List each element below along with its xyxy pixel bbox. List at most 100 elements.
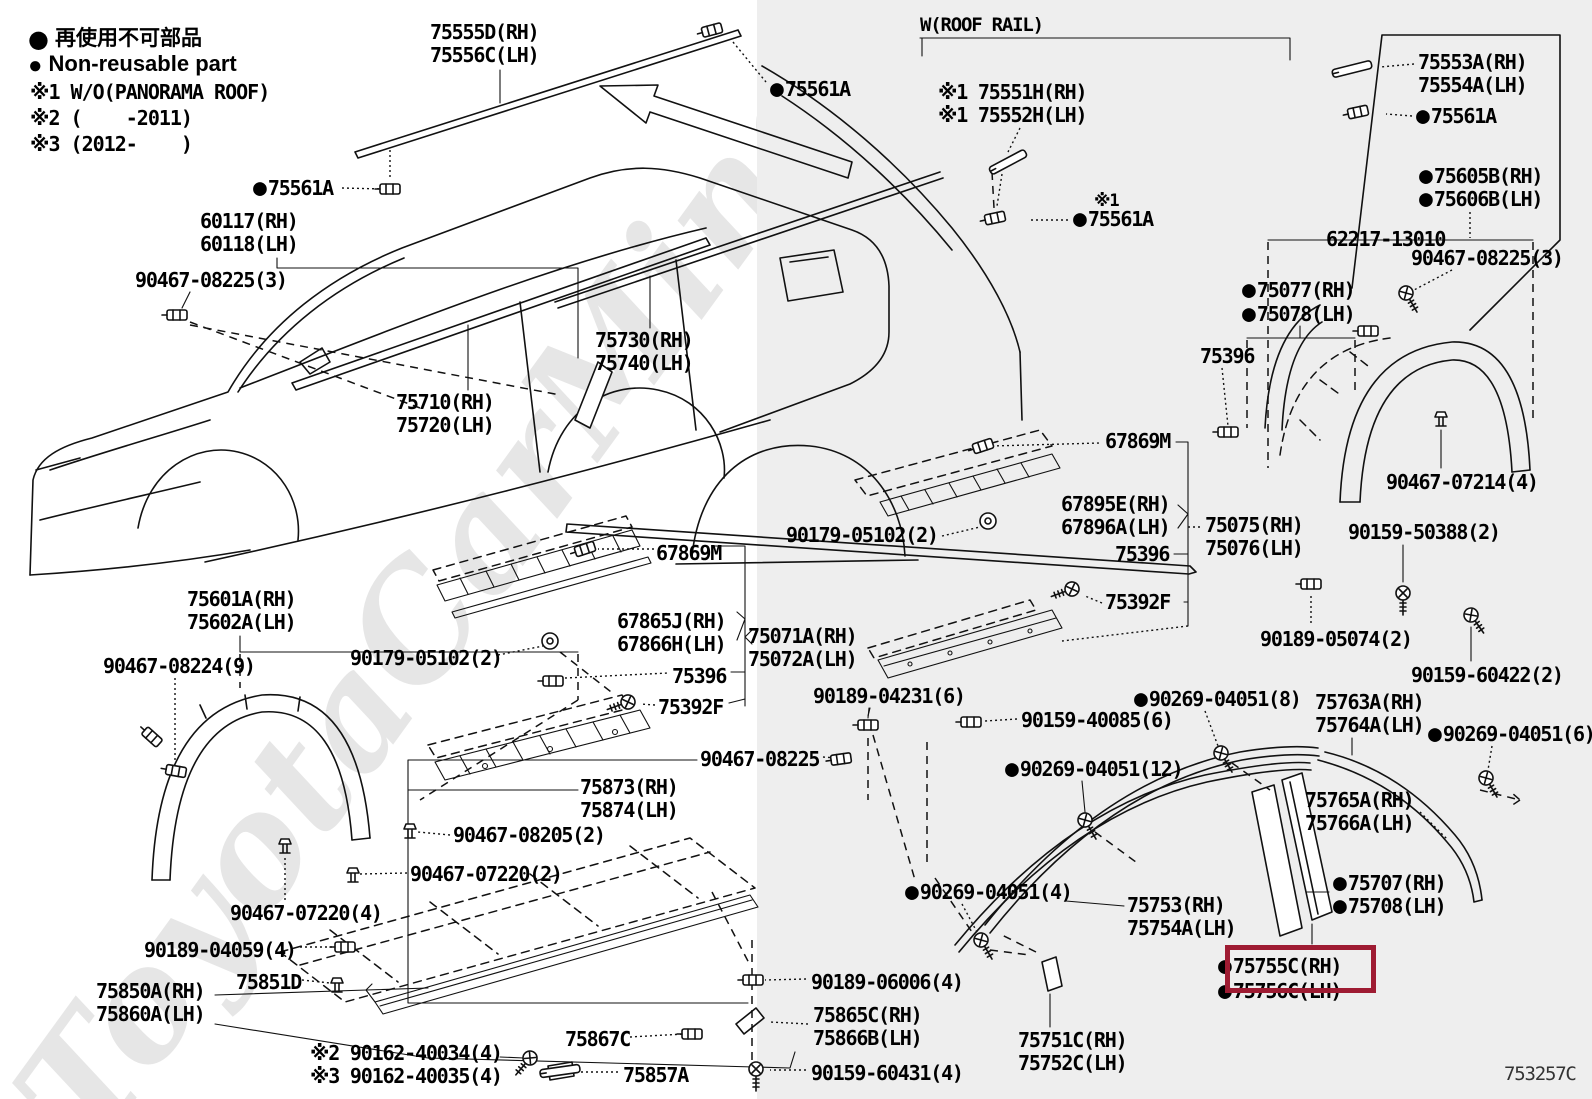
part-label: 75553A(RH) — [1418, 52, 1528, 73]
roof-drip-side-finish-moldings — [955, 747, 1482, 952]
part-label: ※1 75551H(RH) — [938, 80, 1088, 104]
part-label: 90189-05074(2) — [1260, 627, 1413, 651]
non-reusable-dot-icon: ● — [1333, 893, 1347, 919]
body-outside-molding-67865J — [433, 516, 651, 618]
part-label: 67896A(LH) — [1061, 517, 1171, 538]
part-label: ●75561A — [770, 77, 851, 101]
part-label: 90467-08225 — [700, 749, 820, 770]
part-number-text: 90189-04059(4) — [144, 938, 297, 962]
quarter-garnish-75865C — [736, 1008, 764, 1034]
part-label: 90159-60431(4) — [811, 1063, 964, 1084]
part-label: 90179-05102(2) — [350, 646, 503, 670]
part-number-text: 60117(RH) — [200, 209, 299, 233]
part-label: 90467-07220(4) — [230, 903, 383, 924]
part-number-text: 67869M — [656, 541, 722, 565]
background-panel — [757, 0, 1592, 1099]
part-number-text: 75392F — [658, 695, 724, 719]
part-label: 62217-13010 — [1326, 227, 1446, 251]
part-number-text: 90269-04051(8) — [1148, 687, 1302, 711]
part-number-text: 75764A(LH) — [1315, 713, 1425, 737]
part-label: ●75078(LH) — [1242, 301, 1356, 327]
non-reusable-dot-icon: ● — [1419, 186, 1433, 212]
part-number-text: 75751C(RH) — [1018, 1028, 1128, 1052]
part-number-text: 75605B(RH) — [1433, 164, 1544, 188]
part-label: ●75605B(RH) — [1419, 164, 1544, 188]
part-number-text: ※1 75551H(RH) — [938, 80, 1088, 104]
part-number-text: 75763A(RH) — [1315, 690, 1425, 714]
part-number-text: 75753(RH) — [1127, 893, 1226, 917]
part-number-text: 75766A(LH) — [1305, 811, 1415, 835]
part-label: 90179-05102(2) — [786, 525, 939, 546]
part-label: 75076(LH) — [1205, 536, 1304, 560]
part-label: 90467-08225(3) — [1411, 246, 1564, 270]
part-label: 75865C(RH) — [813, 1005, 923, 1026]
non-reusable-dot-icon: ● — [1242, 301, 1256, 327]
part-number-text: 75561A — [1430, 104, 1497, 128]
part-label: 60117(RH) — [200, 209, 299, 233]
non-reusable-dot-icon: ● — [1134, 686, 1148, 712]
part-number-text: 90159-40085(6) — [1021, 708, 1174, 732]
rear-roof-side-molding — [566, 524, 1196, 574]
part-number-text: 60118(LH) — [200, 232, 299, 256]
part-label: ●90269-04051(12) — [1005, 758, 1184, 781]
part-number-text: 75561A — [784, 77, 851, 101]
non-reusable-dot-icon: ● — [28, 52, 43, 79]
part-label: 90467-08205(2) — [453, 825, 606, 846]
part-label: 90467-07214(4) — [1386, 472, 1539, 493]
part-label: 67895E(RH) — [1061, 494, 1171, 515]
car-body-front-view — [30, 168, 889, 575]
non-reusable-dot-icon: ● — [1428, 721, 1442, 747]
part-number-text: 90189-05074(2) — [1260, 627, 1413, 651]
non-reusable-dot-icon: ● — [253, 175, 267, 201]
part-number-text: 90159-60422(2) — [1411, 663, 1564, 687]
part-number-text: 90467-08225(3) — [1411, 246, 1564, 270]
part-number-text: 75708(LH) — [1347, 894, 1447, 918]
part-number-text: 75720(LH) — [396, 413, 495, 437]
part-label: 75860A(LH) — [96, 1004, 206, 1025]
part-label: ※2 90162-40034(4) — [310, 1043, 503, 1064]
part-label: 75071A(RH) — [748, 624, 858, 648]
part-number-text: 75866B(LH) — [813, 1026, 923, 1050]
quarter-panel-outline — [1352, 35, 1560, 330]
part-number-text: 75754A(LH) — [1127, 916, 1237, 940]
part-label: 90189-04059(4) — [144, 938, 297, 962]
part-number-text: 90269-04051(6) — [1442, 722, 1592, 746]
part-number-text: 75867C — [565, 1027, 631, 1051]
part-label: ※1 75552H(LH) — [938, 103, 1088, 127]
part-label: 75763A(RH) — [1315, 690, 1425, 714]
part-label: ●75606B(LH) — [1419, 186, 1543, 212]
part-number-text: 67866H(LH) — [617, 632, 727, 656]
part-number-text: ※1 75552H(LH) — [938, 103, 1088, 127]
part-label: ●75561A — [1416, 104, 1497, 128]
non-reusable-dot-icon: ● — [1073, 206, 1087, 232]
part-label: 90189-06006(4) — [811, 972, 964, 993]
part-label: 75396 — [1115, 544, 1170, 565]
part-number-text: 75072A(LH) — [748, 647, 858, 671]
part-number-text: 75071A(RH) — [748, 624, 858, 648]
part-number-text: 90179-05102(2) — [350, 646, 503, 670]
part-number-text: 75554A(LH) — [1418, 73, 1528, 97]
part-label: 75710(RH) — [396, 392, 495, 413]
part-number-text: 75078(LH) — [1256, 302, 1356, 326]
part-label: ●90269-04051(8) — [1134, 686, 1302, 712]
part-number-text: 75561A — [267, 176, 334, 200]
part-number-text: 75396 — [672, 664, 727, 688]
part-label: 75850A(RH) — [96, 979, 206, 1003]
part-label: 75753(RH) — [1127, 893, 1226, 917]
part-number-text: 62217-13010 — [1326, 227, 1446, 251]
legend-text: Non-reusable part — [48, 51, 237, 76]
part-number-text: 90189-04231(6) — [813, 684, 966, 708]
part-label: 75866B(LH) — [813, 1026, 923, 1050]
direction-arrow — [600, 85, 852, 178]
part-label: 75754A(LH) — [1127, 916, 1237, 940]
part-number-text: 75077(RH) — [1256, 278, 1356, 302]
part-number-text: 75740(LH) — [595, 351, 694, 375]
part-label: ※3 90162-40035(4) — [310, 1066, 503, 1087]
part-number-text: 75850A(RH) — [96, 979, 206, 1003]
part-label: 75075(RH) — [1205, 515, 1304, 536]
part-label: 75396 — [1200, 346, 1255, 367]
part-label: 75765A(RH) — [1305, 790, 1415, 811]
part-number-text: 75076(LH) — [1205, 536, 1304, 560]
